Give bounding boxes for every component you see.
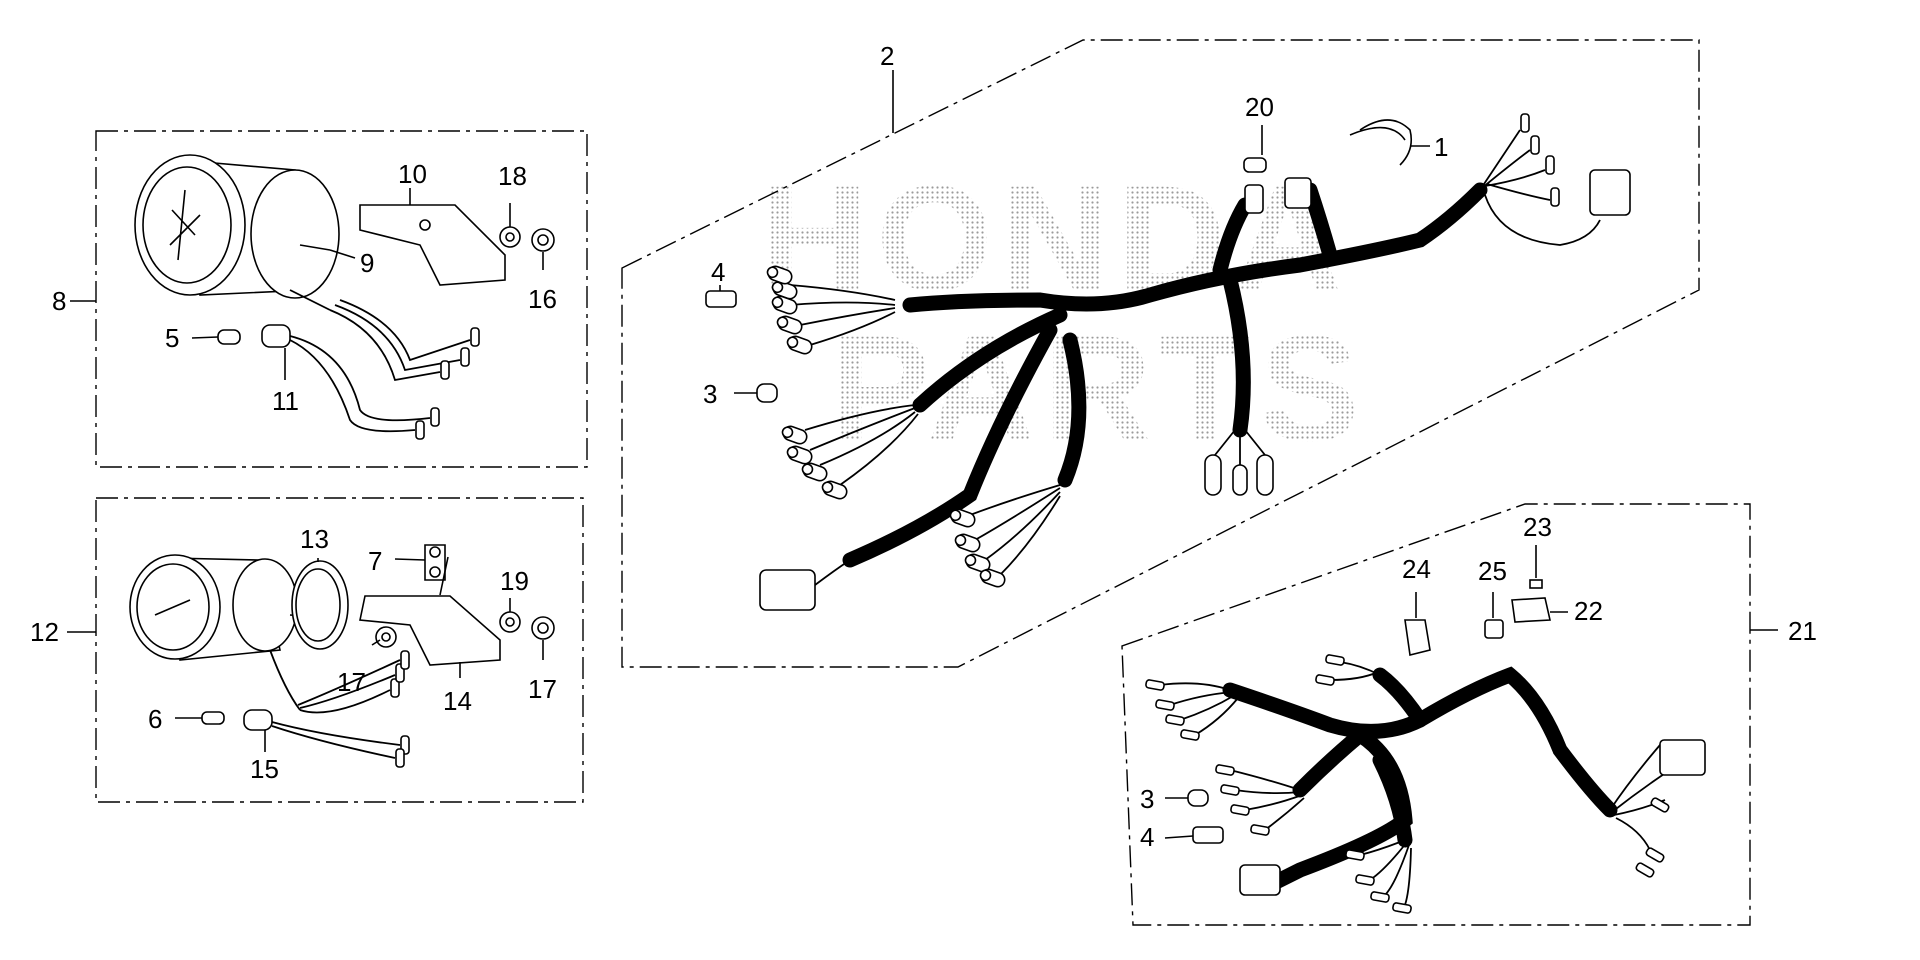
nut-17-left (375, 626, 397, 648)
cap-3-main (756, 383, 778, 403)
callout-8: 8 (52, 286, 66, 316)
callout-20: 20 (1245, 92, 1274, 122)
meter-bracket-14 (359, 595, 501, 666)
stay-7 (424, 544, 446, 581)
bulb-5 (217, 329, 241, 345)
cushion-13 (291, 560, 349, 650)
cap-3-sub (1187, 789, 1209, 807)
fuse-23 (1529, 579, 1543, 589)
watermark-line1: HONDA (760, 154, 1350, 322)
callout-15: 15 (250, 754, 279, 784)
sub-harness-terminals (1144, 653, 1706, 915)
callout-2: 2 (880, 41, 894, 71)
callout-6: 6 (148, 704, 162, 734)
tube-4-sub (1192, 826, 1224, 844)
callout-16: 16 (528, 284, 557, 314)
speedometer-gauge (134, 154, 340, 311)
callout-9: 9 (360, 248, 374, 278)
nut-17-right (531, 616, 555, 640)
callout-23: 23 (1523, 512, 1552, 542)
tachometer-gauge (129, 554, 331, 711)
watermark-line2: PARTS (830, 304, 1367, 472)
callout-4-sub: 4 (1140, 822, 1154, 852)
washer-18 (499, 226, 521, 248)
callout-10: 10 (398, 159, 427, 189)
relay-25 (1484, 619, 1504, 639)
callout-5: 5 (165, 323, 179, 353)
tachometer-assembly-group: 12 13 7 19 17 17 14 6 15 (30, 497, 584, 803)
callout-24: 24 (1402, 554, 1431, 584)
callout-14: 14 (443, 686, 472, 716)
callout-21: 21 (1788, 616, 1817, 646)
bulb-socket-11 (261, 299, 480, 440)
callout-18: 18 (498, 161, 527, 191)
callout-19: 19 (500, 566, 529, 596)
callout-4-main: 4 (711, 257, 725, 287)
harness-terminals (759, 113, 1631, 611)
group-frame-21 (1121, 503, 1751, 926)
callout-25: 25 (1478, 556, 1507, 586)
main-wire-harness (842, 182, 1488, 568)
callout-12: 12 (30, 617, 59, 647)
group-frame-2 (621, 39, 1700, 668)
callout-3-main: 3 (703, 379, 717, 409)
callout-17-right: 17 (528, 674, 557, 704)
group-frame-8 (95, 130, 588, 468)
main-harness-group: 2 1 20 4 3 (621, 39, 1700, 668)
clamp-1 (1349, 119, 1413, 166)
sub-harness-group: 21 24 25 23 22 3 4 (1121, 503, 1817, 926)
callout-17-left: 17 (337, 667, 366, 697)
callout-13: 13 (300, 524, 329, 554)
callout-11: 11 (272, 386, 299, 416)
callout-7: 7 (368, 546, 382, 576)
sub-wire-harness (1222, 666, 1618, 893)
bulb-socket-15 (243, 650, 410, 768)
tube-4-main (705, 290, 737, 308)
callout-1: 1 (1434, 132, 1448, 162)
clamp-24 (1404, 619, 1431, 656)
speedometer-assembly-group: 8 10 18 16 9 5 11 (52, 130, 588, 468)
bulb-20 (1243, 157, 1267, 173)
watermark: HONDA PARTS (760, 154, 1367, 472)
washer-19 (499, 611, 521, 633)
callout-22: 22 (1574, 596, 1603, 626)
relay-22 (1511, 597, 1551, 623)
nut-16 (531, 228, 555, 252)
meter-bracket-10 (359, 204, 506, 286)
group-frame-12 (95, 497, 584, 803)
callout-3-sub: 3 (1140, 784, 1154, 814)
bulb-6 (201, 711, 225, 725)
